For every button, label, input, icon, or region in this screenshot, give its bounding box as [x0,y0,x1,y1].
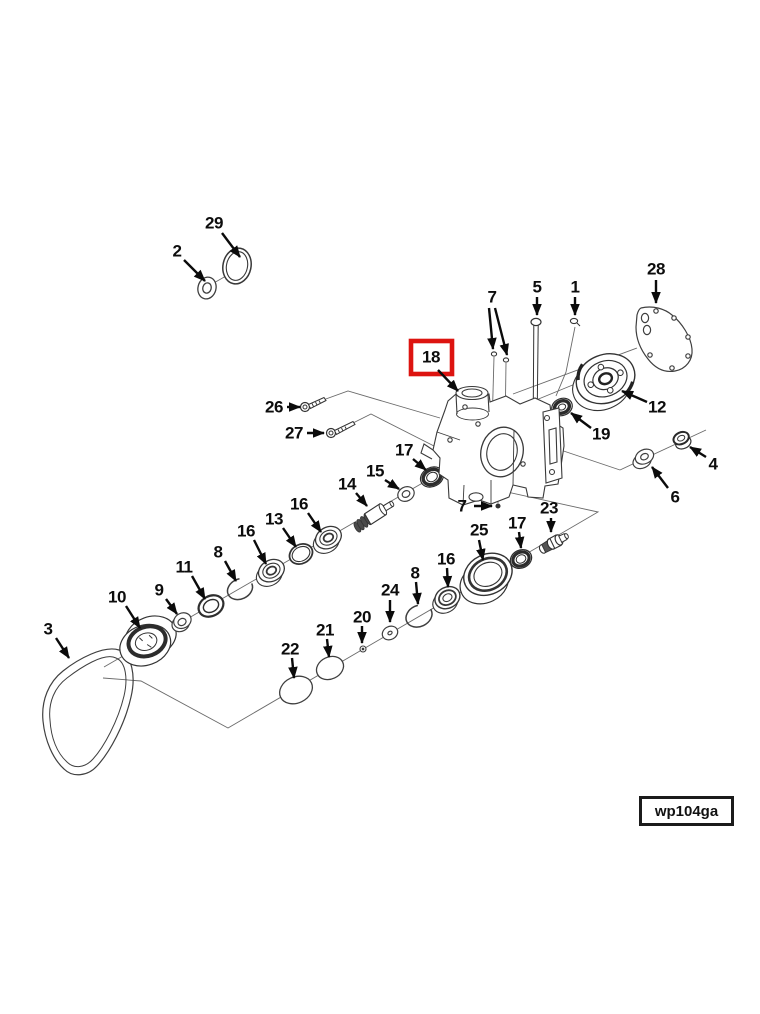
highlight-box [408,338,455,377]
callout-7-lower[interactable]: 7 [457,496,467,516]
part-12-pulley-hub [572,353,636,412]
part-22-oring [278,675,314,705]
callout-8-b[interactable]: 8 [410,563,420,583]
callout-19[interactable]: 19 [592,424,610,444]
callout-17-lower[interactable]: 17 [508,513,526,533]
callout-arrows [54,232,707,679]
callout-27[interactable]: 27 [285,423,303,443]
part-15-washer [397,486,415,502]
callout-7-top[interactable]: 7 [487,287,497,307]
part-23-valve-fitting [538,532,569,554]
part-16-bearing-lower [432,585,461,614]
part-27-bolt [325,420,356,439]
callout-2[interactable]: 2 [172,241,182,261]
part-2-washer [197,276,217,300]
callout-12[interactable]: 12 [648,397,666,417]
part-10-drive-drum [119,615,177,667]
callout-17-upper[interactable]: 17 [395,440,413,460]
part-7-studs [490,351,510,509]
part-13-ring [288,542,314,566]
part-25-seal [459,552,513,605]
part-1-screw [569,317,581,327]
part-18-housing [420,385,565,506]
part-28-gasket-plate [635,306,693,373]
figure-code-box: wp104ga [639,796,734,826]
callout-13[interactable]: 13 [265,509,283,529]
callout-14[interactable]: 14 [338,474,356,494]
callout-16-c[interactable]: 16 [437,549,455,569]
part-24-washer [381,625,399,641]
callout-6[interactable]: 6 [670,487,680,507]
callout-25[interactable]: 25 [470,520,488,540]
callout-9[interactable]: 9 [154,580,164,600]
part-16-bearing-upper-left [255,558,285,587]
part-4-nut [672,430,692,450]
callout-16-b[interactable]: 16 [237,521,255,541]
callout-15[interactable]: 15 [366,461,384,481]
callout-21[interactable]: 21 [316,620,334,640]
callout-20[interactable]: 20 [353,607,371,627]
part-26-bolt [299,396,327,413]
part-16-bearing-upper-right [312,525,342,554]
part-17-bearing-lower [509,548,533,570]
callout-8-a[interactable]: 8 [213,542,223,562]
callout-10[interactable]: 10 [108,587,126,607]
callout-26[interactable]: 26 [265,397,283,417]
callout-5[interactable]: 5 [532,277,542,297]
part-6-washer [632,448,655,470]
part-9-washer [171,612,192,633]
part-8-snap-ring-lower [405,604,433,628]
callout-11[interactable]: 11 [175,557,193,577]
callout-29[interactable]: 29 [205,213,223,233]
figure-code-text: wp104ga [654,802,719,820]
part-3-belt [42,648,134,776]
callout-23[interactable]: 23 [540,498,558,518]
part-8-snap-ring-upper [226,577,254,601]
part-20-pin [359,645,367,653]
part-21-oring [315,655,345,681]
callout-3[interactable]: 3 [43,619,53,639]
callout-24[interactable]: 24 [381,580,399,600]
callout-4[interactable]: 4 [708,454,718,474]
callout-16-a[interactable]: 16 [290,494,308,514]
callout-22[interactable]: 22 [281,639,299,659]
part-14-shaft [353,500,395,533]
part-11-ring [197,594,225,618]
callout-18[interactable]: 18 [422,347,440,367]
callout-1[interactable]: 1 [570,277,580,297]
callout-28[interactable]: 28 [647,259,665,279]
